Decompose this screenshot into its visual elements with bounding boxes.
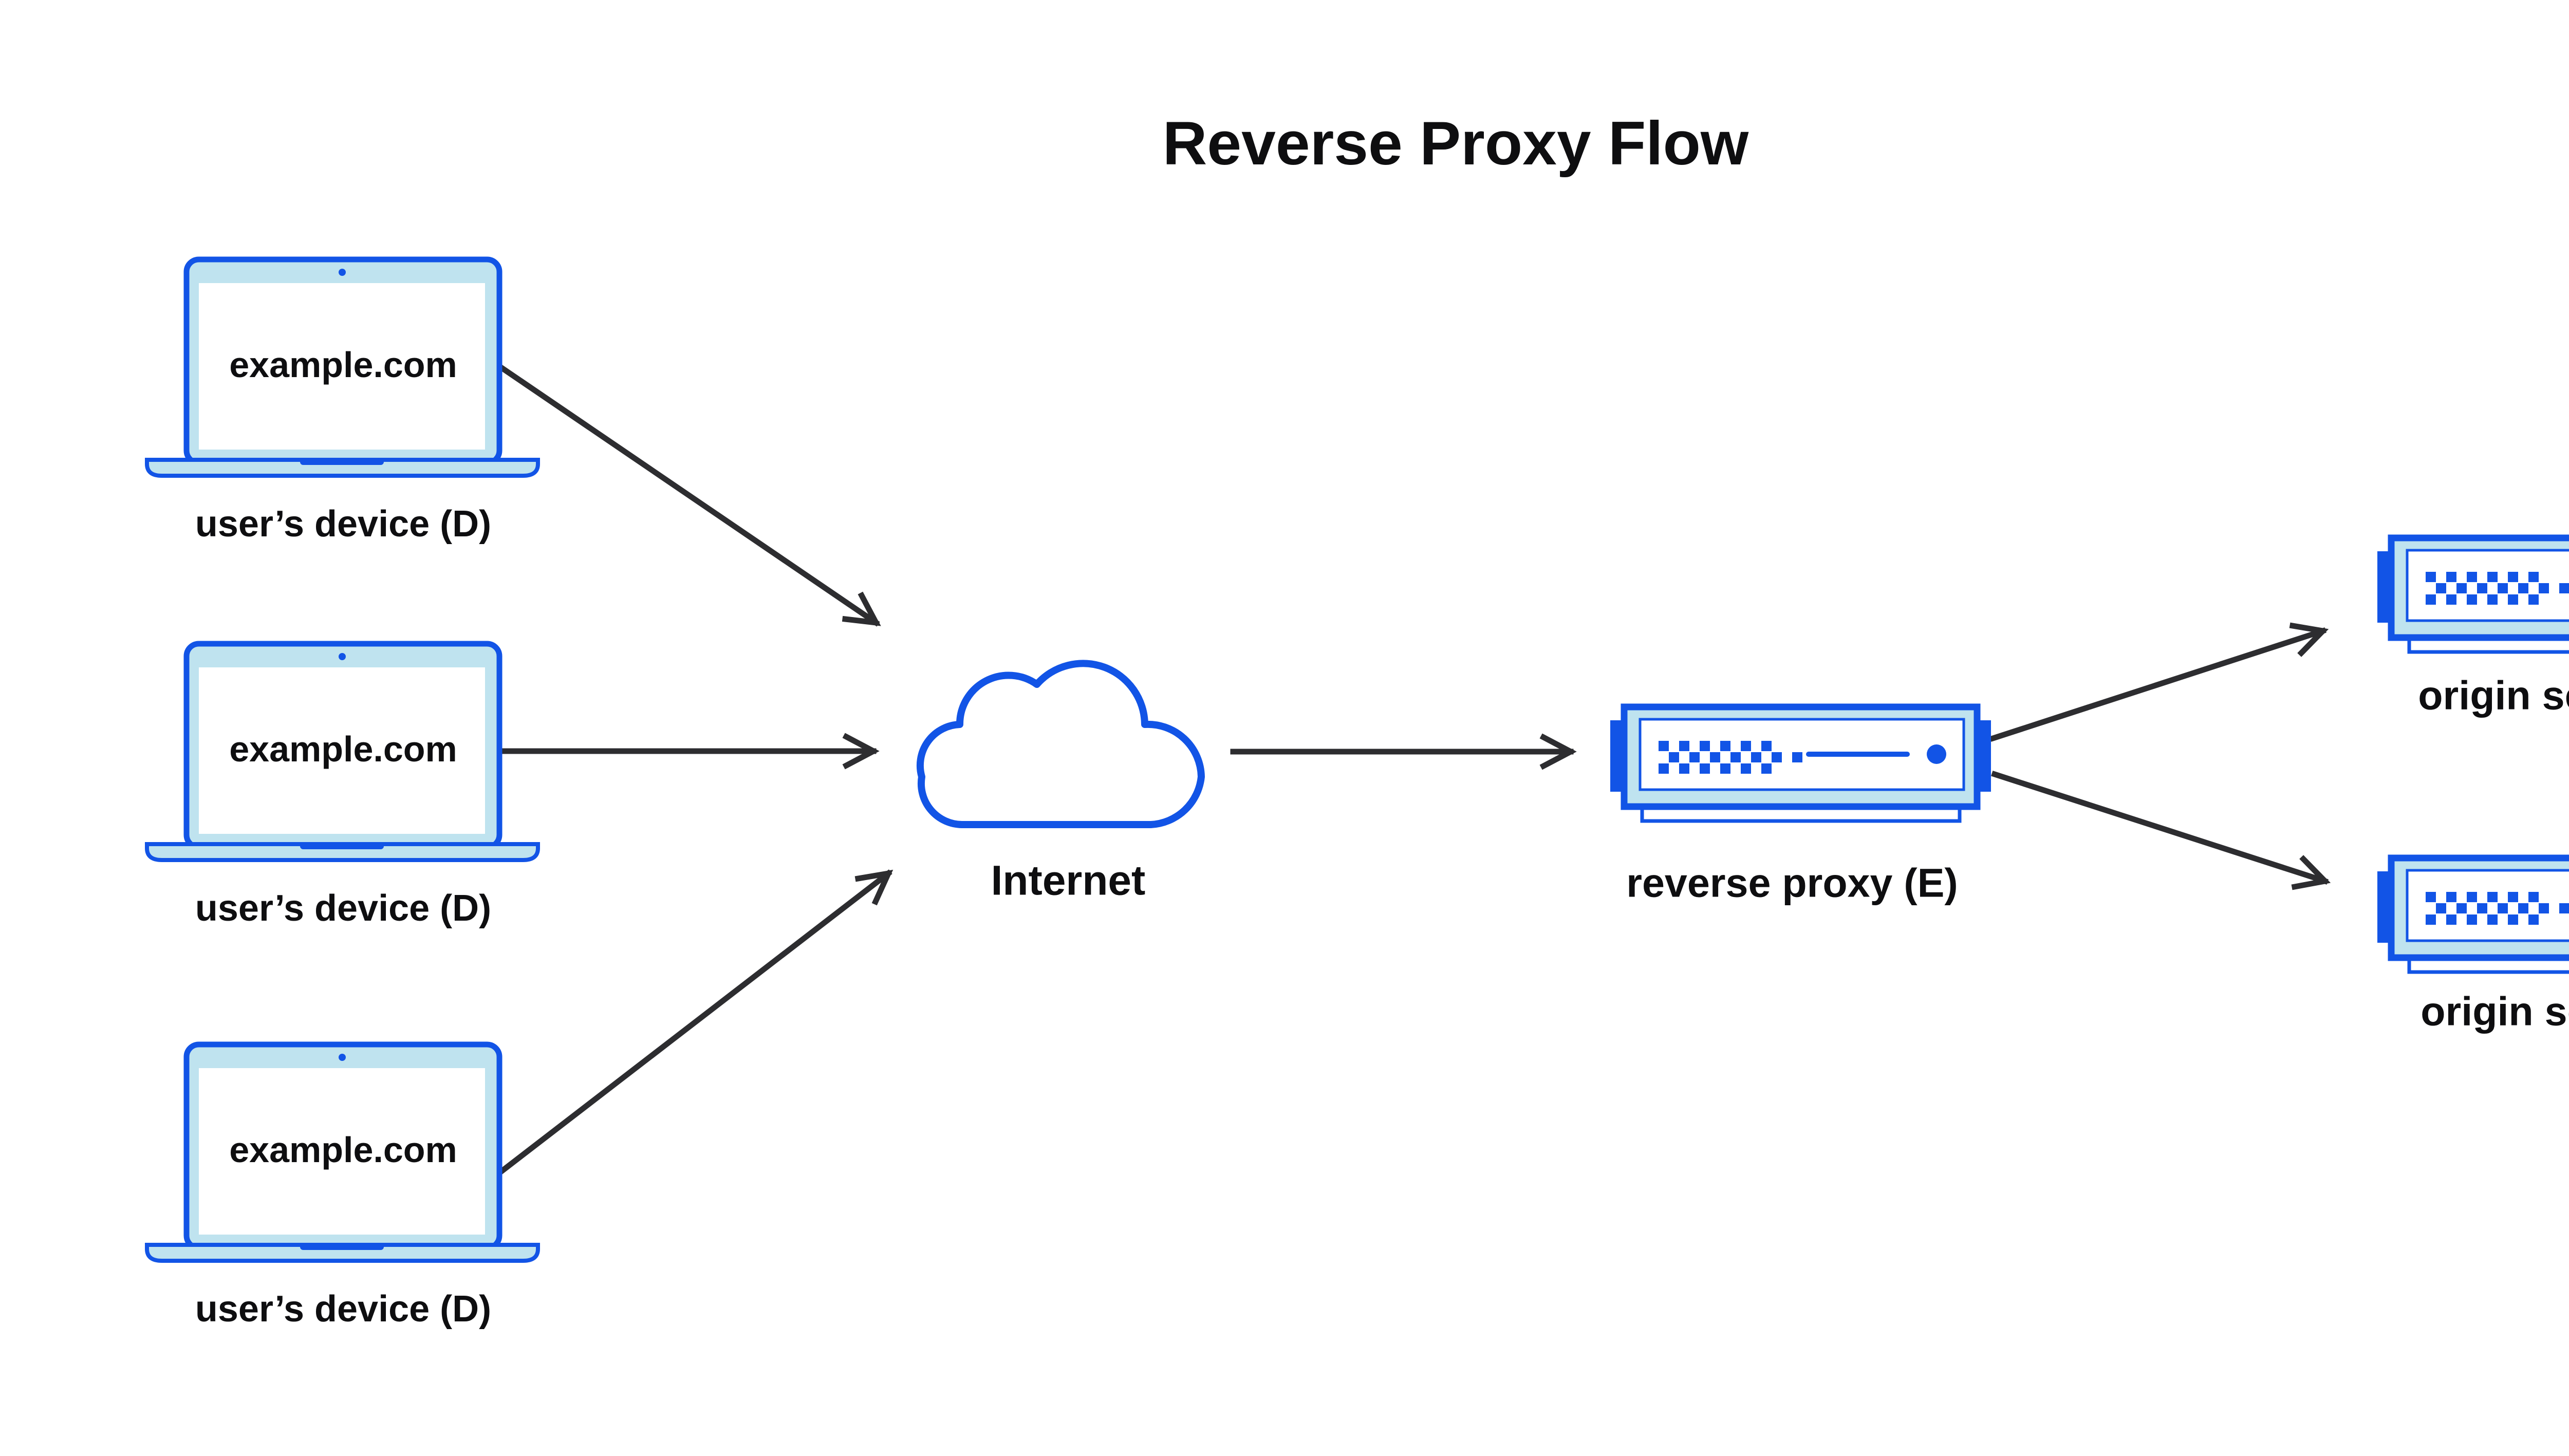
arrow-internet-to-proxy xyxy=(1230,733,1577,770)
device3-screen-url: example.com xyxy=(229,1130,457,1170)
reverse-proxy-label: reverse proxy (E) xyxy=(1626,860,1958,906)
arrow-device3-to-internet xyxy=(495,869,893,1177)
origin-server2-label: origin server (F) xyxy=(2421,988,2569,1034)
device2-label: user’s device (D) xyxy=(195,888,491,929)
server-icon xyxy=(1610,707,1991,821)
arrow-proxy-to-origin1 xyxy=(1989,622,2329,742)
server-icon xyxy=(2377,858,2569,972)
server-icon xyxy=(2377,538,2569,652)
device3-label: user’s device (D) xyxy=(195,1289,491,1330)
origin-server1-label: origin server (F) xyxy=(2418,673,2569,718)
device1-label: user’s device (D) xyxy=(195,503,491,545)
device2-screen-url: example.com xyxy=(229,729,457,769)
page-title: Reverse Proxy Flow xyxy=(1163,109,1749,178)
arrow-device1-to-internet xyxy=(497,363,881,627)
arrow-device2-to-internet xyxy=(499,733,880,770)
device1-screen-url: example.com xyxy=(229,345,457,385)
internet-label: Internet xyxy=(991,857,1146,904)
arrow-proxy-to-origin2 xyxy=(1991,771,2331,890)
cloud-icon xyxy=(916,660,1205,828)
